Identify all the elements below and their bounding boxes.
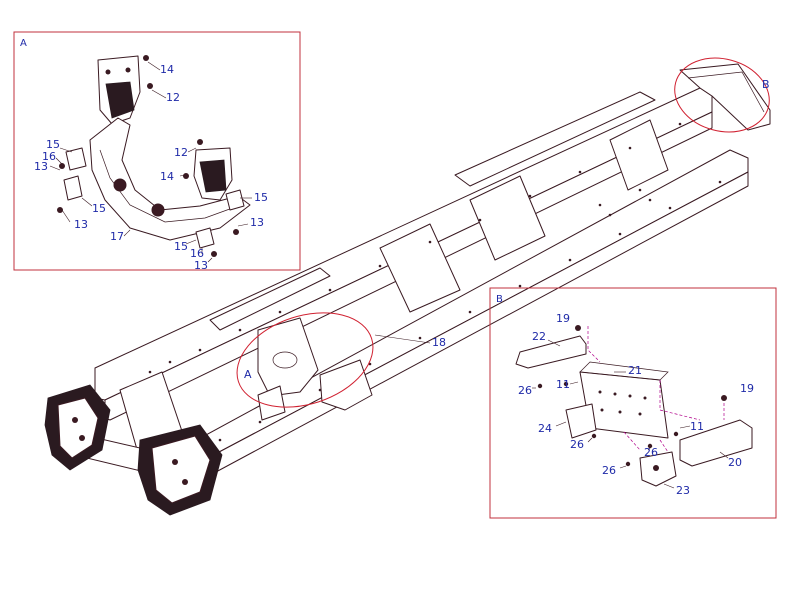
- callout-b-21: 21: [628, 364, 642, 377]
- rail-reinforcement-2: [209, 267, 331, 331]
- highlight-b: [674, 57, 770, 133]
- callout-b-26-right: 26: [644, 446, 658, 459]
- callout-b-26-left: 26: [518, 384, 532, 397]
- chassis-frame: A B 18: [44, 57, 771, 516]
- callout-a-13-mid: 13: [74, 218, 88, 231]
- highlight-b-label: B: [762, 78, 770, 91]
- callout-a-15-bottom: 15: [174, 240, 188, 253]
- front-left-bracket: [44, 384, 111, 471]
- cross-member-1: [469, 175, 546, 261]
- plate-21-flange: [579, 361, 669, 381]
- fasteners-b: [537, 325, 727, 467]
- callout-a-17: 17: [110, 230, 124, 243]
- bracket-22: [515, 335, 587, 369]
- callout-b-26-bottom: 26: [602, 464, 616, 477]
- rail-reinforcement: [454, 91, 656, 187]
- fasteners-a: [57, 55, 239, 257]
- detail-a-frame: [13, 31, 301, 271]
- bracket-24: [565, 403, 597, 439]
- rear-cross-member: [679, 63, 771, 131]
- front-right-bracket: [137, 424, 223, 516]
- detail-b-panel: B: [489, 287, 777, 519]
- callout-b-11-left: 11: [556, 378, 570, 391]
- callout-b-19-top: 19: [556, 312, 570, 325]
- callout-a-13-left: 13: [34, 160, 48, 173]
- callout-a-15-left: 15: [46, 138, 60, 151]
- callout-a-13-right: 13: [250, 216, 264, 229]
- highlight-a: [236, 312, 374, 408]
- plate-15-d: [195, 227, 215, 249]
- callout-a-12-top: 12: [166, 91, 180, 104]
- callout-frame: 18: [432, 336, 446, 349]
- spring-cradle: [89, 117, 251, 241]
- callout-a-15-mid: 15: [92, 202, 106, 215]
- rail-holes: [148, 122, 722, 442]
- callout-b-11-right: 11: [690, 420, 704, 433]
- highlight-a-label: A: [244, 368, 252, 381]
- callout-a-12-right: 12: [174, 146, 188, 159]
- callout-b-20: 20: [728, 456, 742, 469]
- callout-a-13-bottom: 13: [194, 259, 208, 272]
- cross-member-2: [379, 223, 461, 313]
- callout-b-24: 24: [538, 422, 552, 435]
- assembly-lines: [587, 326, 725, 453]
- callout-b-22: 22: [532, 330, 546, 343]
- detail-a-label: A: [20, 38, 27, 49]
- plate-15-a: [65, 147, 87, 171]
- mid-suspension-bracket: [257, 317, 373, 411]
- callout-b-23: 23: [676, 484, 690, 497]
- callout-a-16-bottom: 16: [190, 247, 204, 260]
- leaders-a: [49, 61, 252, 263]
- callout-a-15-right: 15: [254, 191, 268, 204]
- lower-hanger-bracket: [193, 147, 233, 201]
- right-rail-bracket: [257, 385, 286, 421]
- detail-b-label: B: [496, 294, 503, 305]
- detail-a-panel: A: [13, 31, 301, 272]
- plate-21-holes: [598, 390, 647, 416]
- detail-b-frame: [489, 287, 777, 519]
- callout-a-14-right: 14: [160, 170, 174, 183]
- upper-hanger-bracket: [97, 55, 141, 125]
- leaders-b: [532, 339, 729, 489]
- plate-15-b: [63, 175, 83, 201]
- callout-b-19-right: 19: [740, 382, 754, 395]
- cross-member-3: [609, 119, 669, 191]
- plate-15-c: [225, 189, 245, 211]
- callout-b-26-mid: 26: [570, 438, 584, 451]
- bracket-20: [679, 419, 753, 467]
- callout-a-16-left: 16: [42, 150, 56, 163]
- callout-a-14-top: 14: [160, 63, 174, 76]
- rear-cross-member-edge: [687, 71, 765, 113]
